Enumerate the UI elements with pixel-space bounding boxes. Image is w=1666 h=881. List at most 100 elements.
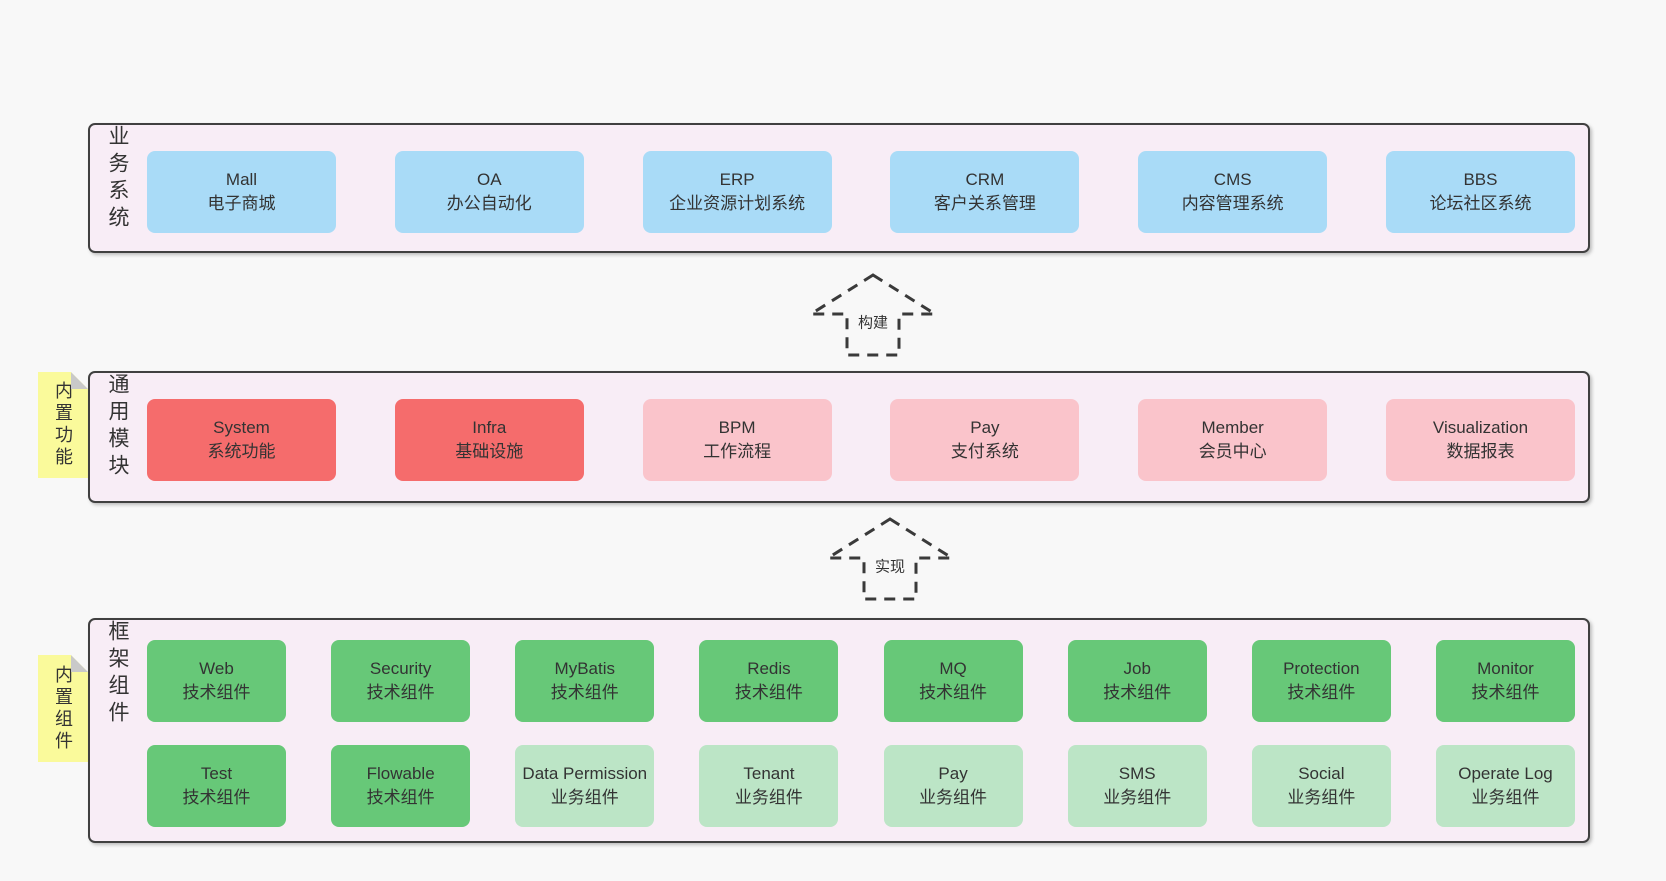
box-sms: SMS 业务组件 <box>1067 745 1207 827</box>
box-title: MQ <box>939 659 967 678</box>
build-arrow: 构建 <box>808 272 938 358</box>
box-protection: Protection 技术组件 <box>1251 640 1391 722</box>
box-title: CRM <box>965 170 1005 189</box>
box-title: BPM <box>718 418 756 437</box>
box-bpm: BPM 工作流程 <box>642 399 832 481</box>
box-title: Test <box>200 764 233 783</box>
box-title: Web <box>199 659 234 678</box>
box-title: Social <box>1298 764 1345 783</box>
box-title: Flowable <box>366 764 435 783</box>
box-subtitle: 业务组件 <box>1287 788 1356 807</box>
box-subtitle: 技术组件 <box>1103 683 1172 702</box>
up-arrow-icon <box>825 517 955 601</box>
box-title: Monitor <box>1477 659 1534 678</box>
box-subtitle: 技术组件 <box>366 683 435 702</box>
box-member: Member 会员中心 <box>1138 399 1328 481</box>
box-subtitle: 办公自动化 <box>446 194 532 213</box>
box-visualization: Visualization 数据报表 <box>1385 399 1575 481</box>
box-subtitle: 技术组件 <box>1287 683 1356 702</box>
box-title: CMS <box>1213 170 1252 189</box>
business-systems-row: Mall 电子商城 OA 办公自动化 ERP 企业资源计划系统 CRM 客户关系… <box>147 151 1575 233</box>
band-business-systems-label: 业务系统 <box>106 125 129 233</box>
box-subtitle: 业务组件 <box>734 788 803 807</box>
box-subtitle: 技术组件 <box>919 683 988 702</box>
box-subtitle: 电子商城 <box>207 194 276 213</box>
box-subtitle: 业务组件 <box>919 788 988 807</box>
box-erp: ERP 企业资源计划系统 <box>642 151 832 233</box>
box-subtitle: 业务组件 <box>1471 788 1540 807</box>
box-subtitle: 数据报表 <box>1446 442 1515 461</box>
box-title: Protection <box>1283 659 1360 678</box>
box-title: System <box>213 418 270 437</box>
box-mq: MQ 技术组件 <box>883 640 1023 722</box>
box-test: Test 技术组件 <box>147 745 286 827</box>
box-title: Operate Log <box>1458 764 1553 783</box>
box-title: Redis <box>747 659 791 678</box>
box-title: SMS <box>1118 764 1156 783</box>
box-oa: OA 办公自动化 <box>394 151 584 233</box>
box-subtitle: 会员中心 <box>1198 442 1267 461</box>
box-infra: Infra 基础设施 <box>394 399 584 481</box>
box-subtitle: 基础设施 <box>455 442 524 461</box>
box-title: Mall <box>225 170 258 189</box>
note-text: 内置组件 <box>53 664 73 753</box>
band-framework-components-label: 框架组件 <box>106 620 129 728</box>
box-pay-component: Pay 业务组件 <box>883 745 1023 827</box>
note-text: 内置功能 <box>53 381 73 469</box>
common-modules-row: System 系统功能 Infra 基础设施 BPM 工作流程 Pay 支付系统… <box>147 399 1575 481</box>
box-flowable: Flowable 技术组件 <box>331 745 471 827</box>
box-system: System 系统功能 <box>147 399 336 481</box>
box-subtitle: 业务组件 <box>1103 788 1172 807</box>
box-title: Pay <box>970 418 1000 437</box>
band-common-modules: 通用模块 System 系统功能 Infra 基础设施 BPM 工作流程 Pay… <box>88 371 1590 503</box>
band-framework-components: 框架组件 Web 技术组件 Security 技术组件 MyBatis 技术组件… <box>88 618 1590 843</box>
box-subtitle: 支付系统 <box>950 442 1019 461</box>
box-tenant: Tenant 业务组件 <box>699 745 839 827</box>
note-built-in-components: 内置组件 <box>38 655 88 762</box>
box-subtitle: 技术组件 <box>550 683 619 702</box>
box-subtitle: 技术组件 <box>182 788 251 807</box>
box-bbs: BBS 论坛社区系统 <box>1385 151 1575 233</box>
box-subtitle: 内容管理系统 <box>1181 194 1284 213</box>
box-subtitle: 业务组件 <box>550 788 619 807</box>
box-cms: CMS 内容管理系统 <box>1138 151 1328 233</box>
box-redis: Redis 技术组件 <box>699 640 839 722</box>
box-social: Social 业务组件 <box>1251 745 1391 827</box>
box-web: Web 技术组件 <box>147 640 286 722</box>
box-pay-module: Pay 支付系统 <box>890 399 1080 481</box>
box-title: Infra <box>472 418 507 437</box>
box-operate-log: Operate Log 业务组件 <box>1435 745 1575 827</box>
box-title: Visualization <box>1432 418 1529 437</box>
note-built-in-features: 内置功能 <box>38 372 88 478</box>
up-arrow-icon <box>808 273 938 357</box>
implement-arrow: 实现 <box>825 516 955 602</box>
box-title: Data Permission <box>522 764 648 783</box>
box-crm: CRM 客户关系管理 <box>890 151 1080 233</box>
box-title: Member <box>1201 418 1264 437</box>
box-security: Security 技术组件 <box>331 640 471 722</box>
implement-arrow-label: 实现 <box>872 555 908 577</box>
band-business-systems: 业务系统 Mall 电子商城 OA 办公自动化 ERP 企业资源计划系统 CRM… <box>88 123 1590 253</box>
build-arrow-label: 构建 <box>855 311 891 333</box>
framework-components-row-1: Web 技术组件 Security 技术组件 MyBatis 技术组件 Redi… <box>147 640 1575 722</box>
box-monitor: Monitor 技术组件 <box>1435 640 1575 722</box>
note-fold-icon <box>71 655 88 672</box>
box-subtitle: 工作流程 <box>703 442 772 461</box>
box-subtitle: 技术组件 <box>182 683 251 702</box>
framework-components-row-2: Test 技术组件 Flowable 技术组件 Data Permission … <box>147 745 1575 827</box>
box-subtitle: 技术组件 <box>1471 683 1540 702</box>
box-job: Job 技术组件 <box>1067 640 1207 722</box>
box-subtitle: 客户关系管理 <box>933 194 1036 213</box>
box-title: Tenant <box>743 764 795 783</box>
box-subtitle: 企业资源计划系统 <box>669 194 806 213</box>
box-title: ERP <box>719 170 755 189</box>
box-mybatis: MyBatis 技术组件 <box>515 640 655 722</box>
box-subtitle: 系统功能 <box>207 442 276 461</box>
band-common-modules-label: 通用模块 <box>106 373 129 481</box>
box-mall: Mall 电子商城 <box>147 151 336 233</box>
box-subtitle: 论坛社区系统 <box>1429 194 1532 213</box>
box-title: Security <box>369 659 432 678</box>
box-subtitle: 技术组件 <box>366 788 435 807</box>
box-title: BBS <box>1463 170 1498 189</box>
